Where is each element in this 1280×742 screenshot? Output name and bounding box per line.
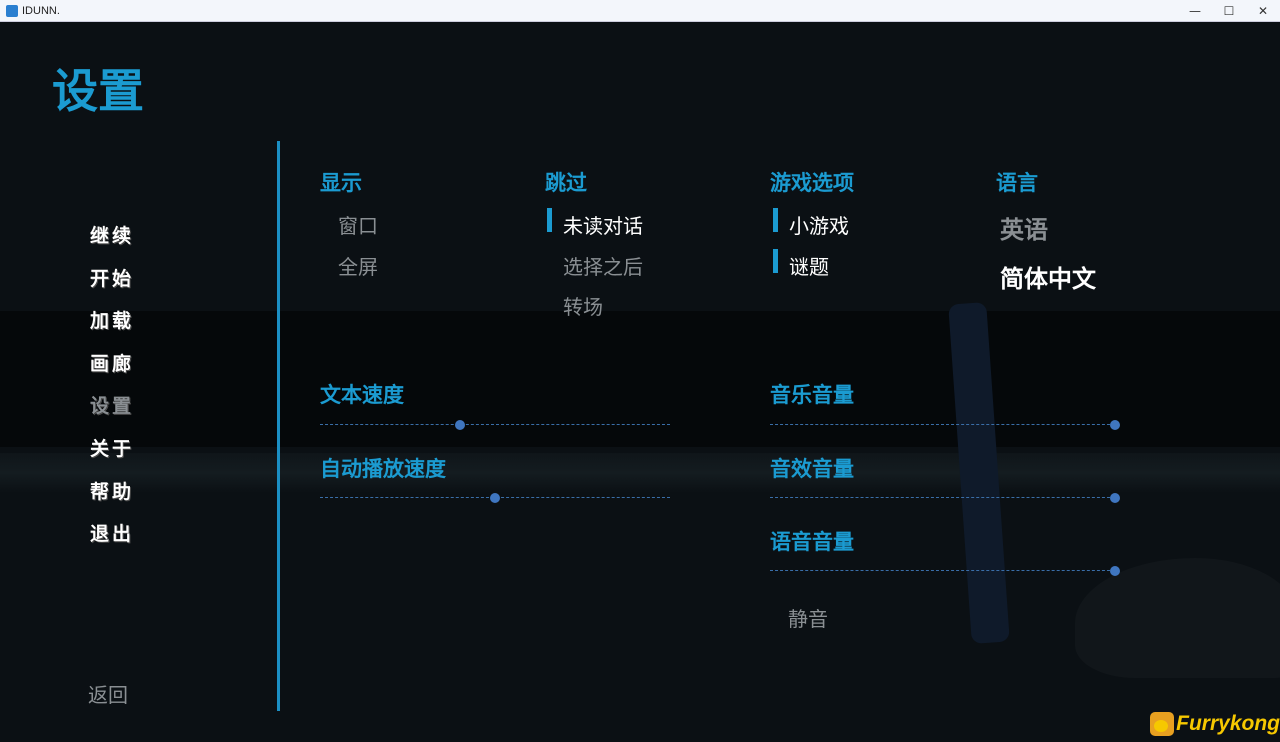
menu-continue[interactable]: 继续	[90, 225, 135, 247]
menu-help[interactable]: 帮助	[90, 480, 135, 503]
background-wave	[0, 453, 1280, 493]
watermark-text: Furrykong	[1176, 712, 1280, 735]
sfx-volume-slider[interactable]	[770, 493, 1120, 503]
menu-quit[interactable]: 退出	[90, 523, 135, 546]
text-speed-label: 文本速度	[320, 383, 404, 407]
skip-unread-option[interactable]: 未读对话	[547, 208, 643, 239]
skip-transitions-option[interactable]: 转场	[563, 295, 603, 319]
furrykong-watermark: Furrykong	[1150, 712, 1280, 736]
puzzle-option[interactable]: 谜题	[773, 249, 829, 280]
divider	[277, 141, 280, 711]
menu-about[interactable]: 关于	[90, 437, 135, 460]
mute-button[interactable]: 静音	[788, 607, 828, 631]
slider-knob[interactable]	[1110, 420, 1120, 430]
game-screen: 设置 继续 开始 加载 画廊 设置 关于 帮助 退出 返回 显示 窗口 全屏 跳…	[0, 23, 1280, 742]
display-fullscreen-option[interactable]: 全屏	[338, 255, 378, 279]
menu-load[interactable]: 加载	[90, 310, 135, 333]
auto-speed-label: 自动播放速度	[320, 457, 446, 481]
paw-icon	[1150, 712, 1175, 736]
menu-settings[interactable]: 设置	[90, 395, 135, 418]
display-heading: 显示	[320, 171, 362, 195]
slider-knob[interactable]	[1110, 493, 1120, 503]
page-title: 设置	[52, 64, 144, 118]
slider-knob[interactable]	[490, 493, 500, 503]
app-icon	[6, 4, 18, 17]
main-menu: 继续 开始 加载 画廊 设置 关于 帮助 退出	[90, 221, 134, 562]
close-button[interactable]: ✕	[1257, 4, 1269, 18]
language-heading: 语言	[996, 171, 1038, 195]
text-speed-slider[interactable]	[320, 420, 670, 430]
minigame-option[interactable]: 小游戏	[773, 208, 849, 239]
menu-gallery[interactable]: 画廊	[90, 352, 135, 375]
language-english-option[interactable]: 英语	[1000, 216, 1048, 244]
rock-silhouette	[1075, 558, 1280, 678]
slider-knob[interactable]	[1110, 566, 1120, 576]
minimize-button[interactable]: —	[1189, 4, 1201, 18]
skip-after-choices-option[interactable]: 选择之后	[563, 255, 643, 279]
back-button[interactable]: 返回	[88, 683, 128, 707]
display-window-option[interactable]: 窗口	[338, 214, 378, 238]
auto-speed-slider[interactable]	[320, 493, 670, 503]
voice-volume-label: 语音音量	[770, 530, 854, 554]
title-bar: IDUNN. — ☐ ✕	[0, 0, 1280, 22]
game-options-heading: 游戏选项	[770, 171, 854, 195]
music-volume-label: 音乐音量	[770, 383, 854, 407]
skip-heading: 跳过	[545, 171, 587, 195]
voice-volume-slider[interactable]	[770, 566, 1120, 576]
menu-start[interactable]: 开始	[90, 267, 135, 290]
language-chinese-option[interactable]: 简体中文	[1000, 265, 1096, 293]
slider-knob[interactable]	[455, 420, 465, 430]
sfx-volume-label: 音效音量	[770, 457, 854, 481]
music-volume-slider[interactable]	[770, 420, 1120, 430]
maximize-button[interactable]: ☐	[1223, 4, 1235, 18]
window-title: IDUNN.	[22, 4, 60, 17]
